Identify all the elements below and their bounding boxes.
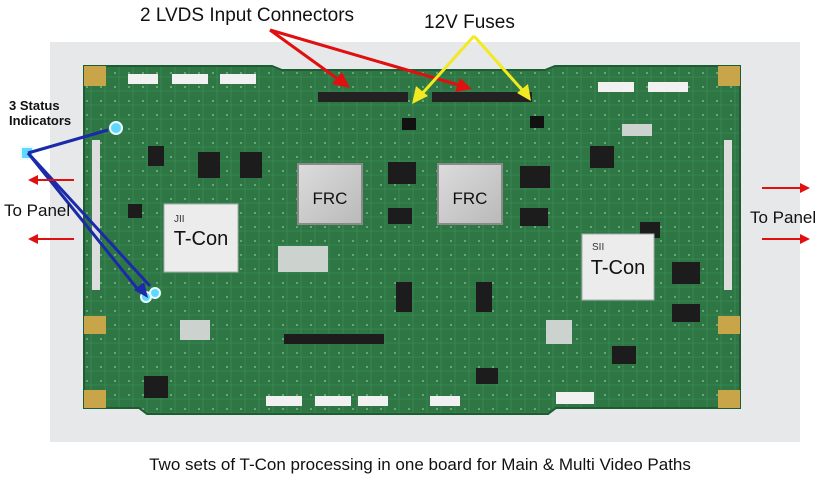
tcon-label: T-Con <box>174 228 228 250</box>
passive-components <box>180 124 652 344</box>
fuse <box>402 118 416 130</box>
status-indicator-arrows <box>26 128 152 298</box>
status-label-line: Indicators <box>9 113 72 128</box>
frc-chip-left: FRC <box>297 163 363 225</box>
fuse-arrows <box>412 34 531 104</box>
connector <box>172 74 208 84</box>
side-connector <box>92 140 100 290</box>
to-panel-arrows-left <box>28 175 74 244</box>
to-panel-left-label: To Panel <box>4 201 71 220</box>
connector <box>220 74 256 84</box>
mount-hole <box>718 390 740 408</box>
tcon-label: T-Con <box>591 257 645 279</box>
barcode-label <box>556 392 594 404</box>
lvds-label: 2 LVDS Input Connectors <box>140 5 355 26</box>
connector <box>315 396 351 406</box>
lvds-connector <box>432 92 532 102</box>
to-panel-arrows-right <box>762 183 810 244</box>
fuses-label: 12V Fuses <box>424 12 515 33</box>
tcon-mark: JII <box>174 214 185 225</box>
status-indicators-label: 3 Status Indicators <box>9 98 71 128</box>
tcon-chip-left: JII T-Con <box>163 203 239 273</box>
tcon-chip-right: SII T-Con <box>581 233 655 301</box>
status-label-line: 3 Status <box>9 98 60 113</box>
connector <box>128 74 158 84</box>
lvds-arrows <box>269 28 472 92</box>
figure-caption: Two sets of T-Con processing in one boar… <box>149 455 691 474</box>
connector <box>266 396 302 406</box>
circuit-board: FRC FRC JII T-Con SII T-Con <box>20 65 741 415</box>
connector <box>358 396 388 406</box>
mount-hole <box>718 66 740 86</box>
mount-hole <box>84 390 106 408</box>
mount-hole <box>84 316 106 334</box>
mount-hole <box>84 66 106 86</box>
fuse <box>530 116 544 128</box>
frc-label: FRC <box>313 189 348 208</box>
connector <box>598 82 634 92</box>
connector <box>648 82 688 92</box>
frc-label: FRC <box>453 189 488 208</box>
tcon-mark: SII <box>592 242 604 253</box>
connector <box>430 396 460 406</box>
mount-hole <box>718 316 740 334</box>
frc-chip-right: FRC <box>437 163 503 225</box>
to-panel-right-label: To Panel <box>750 208 817 227</box>
side-connector <box>724 140 732 290</box>
components <box>128 146 700 398</box>
lvds-connector <box>318 92 408 102</box>
